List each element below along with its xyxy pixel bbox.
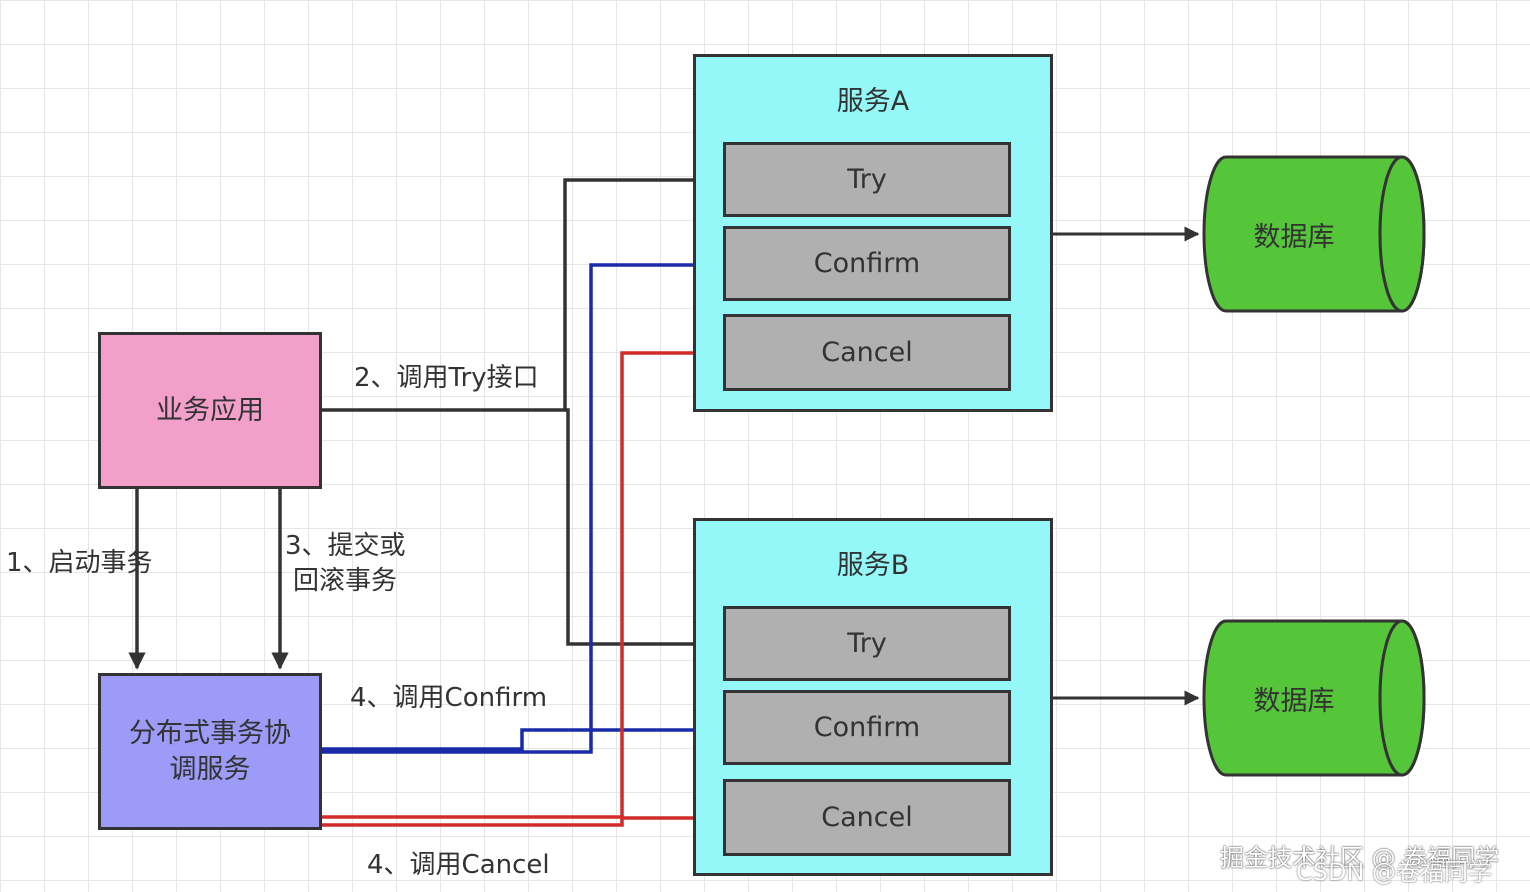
call-confirm-label: 4、调用Confirm xyxy=(350,683,548,713)
service-a-try: Try xyxy=(723,142,1011,217)
coordinator-label-line1: 分布式事务协 xyxy=(129,718,291,750)
service-a-title: 服务A xyxy=(836,86,910,117)
service-b-cancel: Cancel xyxy=(723,779,1011,856)
start-transaction-label: 1、启动事务 xyxy=(6,548,153,578)
commit-rollback-label-line1: 3、提交或 xyxy=(285,531,406,561)
service-b-try: Try xyxy=(723,606,1011,681)
service-b-try-label: Try xyxy=(847,628,887,659)
watermark-csdn: CSDN @卷福同学 xyxy=(1296,858,1493,886)
service-a-confirm-label: Confirm xyxy=(813,248,921,279)
coordinator-label-line2: 调服务 xyxy=(169,753,251,785)
call-cancel-a-arrow xyxy=(322,344,721,827)
call-try-b-arrow xyxy=(565,408,721,653)
business-app-label: 业务应用 xyxy=(156,394,264,426)
database-a-label: 数据库 xyxy=(1253,221,1335,253)
database-a-cylinder xyxy=(1202,155,1426,313)
call-cancel-b-arrow xyxy=(322,809,721,827)
call-confirm-b-arrow xyxy=(322,721,721,751)
service-b-title: 服务B xyxy=(836,550,910,581)
service-a-cancel-label: Cancel xyxy=(821,337,913,368)
service-b-confirm-label: Confirm xyxy=(813,712,921,743)
service-a-confirm: Confirm xyxy=(723,226,1011,301)
coordinator-node: 分布式事务协 调服务 xyxy=(98,673,322,830)
call-confirm-a-arrow xyxy=(322,256,721,754)
service-a-cancel: Cancel xyxy=(723,314,1011,391)
service-b-cancel-label: Cancel xyxy=(821,802,913,833)
service-a-try-label: Try xyxy=(847,164,887,195)
commit-rollback-label-line2: 回滚事务 xyxy=(293,566,398,596)
call-try-label: 2、调用Try接口 xyxy=(354,363,539,393)
call-try-a-arrow xyxy=(321,171,721,412)
service-b-confirm: Confirm xyxy=(723,690,1011,765)
call-cancel-label: 4、调用Cancel xyxy=(367,850,550,880)
database-b-cylinder xyxy=(1202,619,1426,777)
database-b-label: 数据库 xyxy=(1253,685,1335,717)
business-app-node: 业务应用 xyxy=(98,332,322,489)
watermark-juejin: 掘金技术社区 @ 卷福同学 xyxy=(1220,844,1500,872)
